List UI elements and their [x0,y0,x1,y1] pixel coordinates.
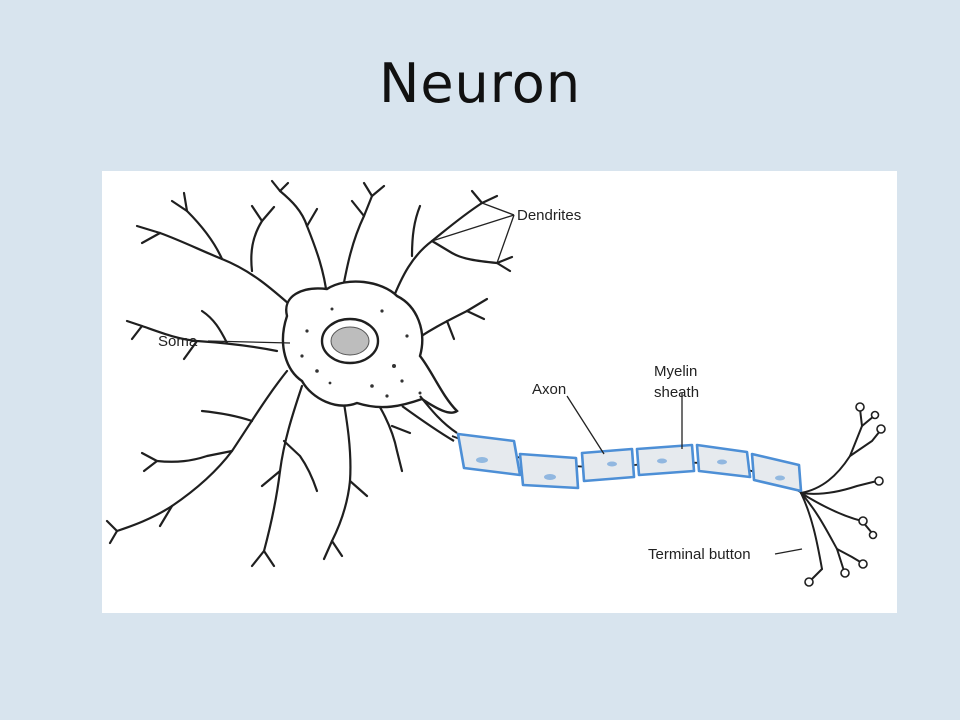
axon-myelin [451,432,803,494]
axon-terminal [800,408,881,582]
label-terminal-button: Terminal button [648,546,751,563]
label-dendrites: Dendrites [517,207,581,224]
terminal-button-knobs [804,402,886,587]
slide-title: Neuron [378,52,582,115]
label-myelin-line2: sheath [654,384,699,401]
dendrites [105,179,514,568]
neuron-diagram: Dendrites Soma Axon Myelin sheath Termin… [102,171,897,613]
label-soma: Soma [158,333,198,350]
neuron-illustration: Dendrites Soma Axon Myelin sheath Termin… [105,179,886,587]
myelin-segment [456,432,803,493]
label-myelin-line1: Myelin [654,363,697,380]
leader-lines [207,202,803,555]
soma-body [281,280,459,442]
label-axon: Axon [532,381,566,398]
